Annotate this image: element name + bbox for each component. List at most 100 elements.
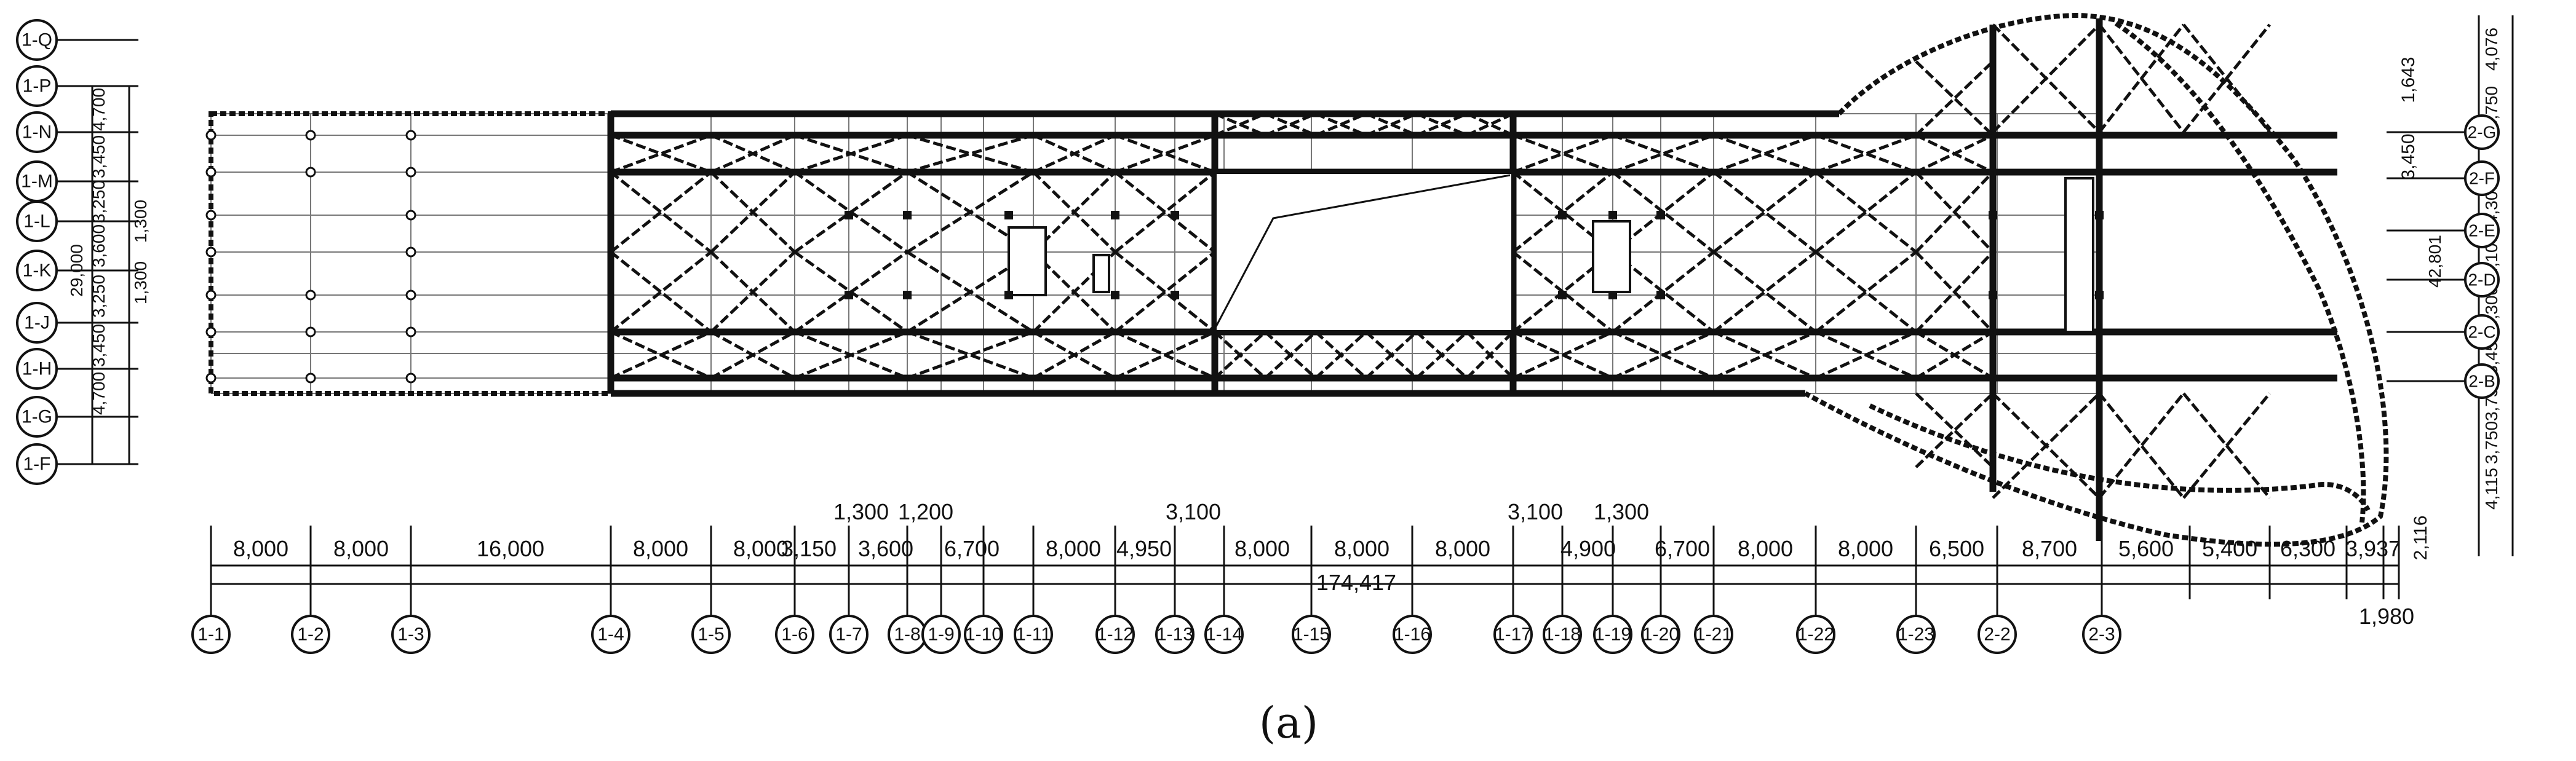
diagonal-brace [1713,133,1816,174]
axis-label: 1-M [21,172,53,192]
column-node [1558,291,1567,299]
diagonal-brace [906,170,1035,254]
diagonal-brace [610,133,712,174]
axis-bubble-1-9: 1-9 [921,599,961,654]
roof-opening [2064,177,2094,333]
dimension-label: 5,600 [2118,536,2174,561]
axis-circle [191,615,231,654]
column-node [1171,291,1179,299]
axis-circle [16,65,58,107]
dimension-label: 8,000 [1435,536,1490,561]
diagonal-brace [1264,331,1317,379]
diagonal-brace [1513,133,1613,174]
diagonal-brace [2182,23,2271,133]
axis-label: 2-F [2469,169,2495,188]
axis-label: 1-8 [894,625,920,645]
east-canopy-outline [1804,12,2389,547]
figure-caption: (a) [1259,698,1318,748]
dimension-label: 1,980 [2359,604,2414,629]
column-node [405,326,416,337]
dimension-label: 3,450 [89,135,108,178]
diagonal-brace [710,330,796,380]
diagonal-brace [1712,171,1817,253]
column-node [2095,291,2104,299]
dimension-label: 1,200 [898,499,953,524]
axis-circle [16,348,58,390]
axis-label: 1-20 [1642,625,1679,645]
axis-circle [1493,615,1533,654]
dimension-label: 8,000 [1838,536,1893,561]
column-node [205,130,217,141]
diagonal-brace [710,251,796,333]
axis-bubble-2-G: 2-G [2387,114,2500,150]
axis-label: 2-C [2468,323,2495,342]
axis-bubble-2-D: 2-D [2387,262,2500,298]
axis-circle [1978,615,2017,654]
axis-bubble-1-14: 1-14 [1204,599,1244,654]
dimension-label: 8,000 [1046,536,1101,561]
axis-circle [775,615,814,654]
axis-label: 1-N [22,122,52,143]
axis-label: 1-9 [928,625,954,645]
axis-circle [921,615,961,654]
diagonal-brace [1115,133,1215,174]
column-node [305,130,316,141]
axis-label: 1-10 [965,625,1002,645]
axis-label: 1-19 [1594,625,1631,645]
column-node [405,167,416,178]
column-node [1111,211,1119,219]
diagonal-brace [1815,251,1917,333]
dimension-label: 8,000 [633,536,688,561]
dimension-label: 16,000 [477,536,544,561]
axis-label: 2-D [2468,270,2495,290]
diagonal-brace [1915,171,1994,253]
axis-circle [1155,615,1195,654]
axis-circle [1896,615,1936,654]
dimension-label: 3,750 [2482,421,2501,464]
dimension-label: 3,150 [781,536,837,561]
axis-label: 2-E [2468,221,2495,240]
diagonal-brace [1032,133,1116,174]
axis-label: 2-B [2468,372,2495,391]
column-node [845,211,853,219]
dimension-label: 1,300 [833,499,889,524]
axis-circle [2464,363,2500,399]
diagonal-brace [1214,331,1266,379]
diagonal-brace [710,171,796,253]
axis-label: 1-5 [698,625,724,645]
axis-bubble-1-18: 1-18 [1543,599,1582,654]
axis-label: 1-Q [22,30,52,50]
axis-circle [2082,615,2121,654]
axis-bubble-2-B: 2-B [2387,363,2500,399]
dimension-label: 6,300 [2280,536,2335,561]
axis-circle [691,615,731,654]
axis-bubble-1-2: 1-2 [291,599,330,654]
axis-circle [1593,615,1632,654]
diagonal-brace [1815,251,1917,333]
column-node [205,210,217,221]
axis-label: 1-3 [397,625,424,645]
axis-circle [291,615,330,654]
dimension-label: 6,700 [1655,536,1710,561]
axis-label: 1-1 [197,625,224,645]
axis-bubble-1-21: 1-21 [1694,599,1733,654]
diagonal-brace [794,330,908,380]
axis-bubble-1-L: 1-L [16,200,138,242]
diagonal-brace [1032,171,1116,253]
axis-circle [2464,213,2500,248]
dimension-label: 2,116 [2411,516,2431,561]
diagonal-brace [1915,330,1994,380]
roof-opening [1008,226,1047,296]
column-node [1656,211,1665,219]
diagonal-brace [2098,23,2185,133]
dimension-label: 4,700 [89,88,108,131]
axis-label: 1-12 [1097,625,1134,645]
dimension-label: 4,076 [2482,28,2501,71]
axis-label: 1-15 [1293,625,1330,645]
diagonal-brace [1612,251,1715,333]
axis-bubble-1-N: 1-N [16,111,138,153]
diagonal-brace [1992,23,2101,133]
axis-bubble-1-H: 1-H [16,348,138,390]
axis-bubble-1-22: 1-22 [1796,599,1835,654]
